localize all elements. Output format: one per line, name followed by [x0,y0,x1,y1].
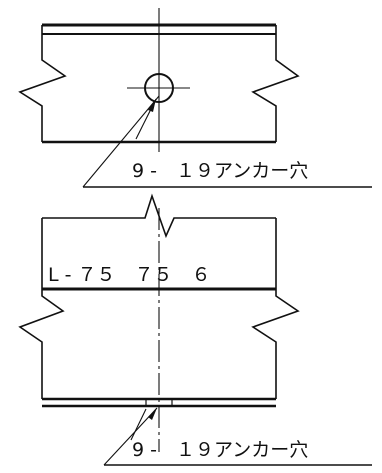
top-view [18,8,372,188]
bottom-view-right-break [251,218,300,399]
bottom-view-anchor-label: 9 - １９アンカー穴 [132,439,308,461]
top-view-leader-1 [82,95,160,188]
top-view-leader-arrow [148,99,156,112]
anchor-hole-circle [144,73,174,103]
bottom-view-left-break [18,218,65,399]
top-view-left-break [18,25,67,142]
bottom-view [18,193,372,466]
bottom-view-leader-arrow [148,408,157,420]
bottom-view-angle-label: L - ７５ ７５ ６ [48,264,211,286]
bottom-view-leader-2 [130,408,147,441]
top-view-right-break [251,25,300,142]
top-view-anchor-label: 9 - １９アンカー穴 [132,160,308,182]
bottom-view-leader-1 [103,407,158,466]
